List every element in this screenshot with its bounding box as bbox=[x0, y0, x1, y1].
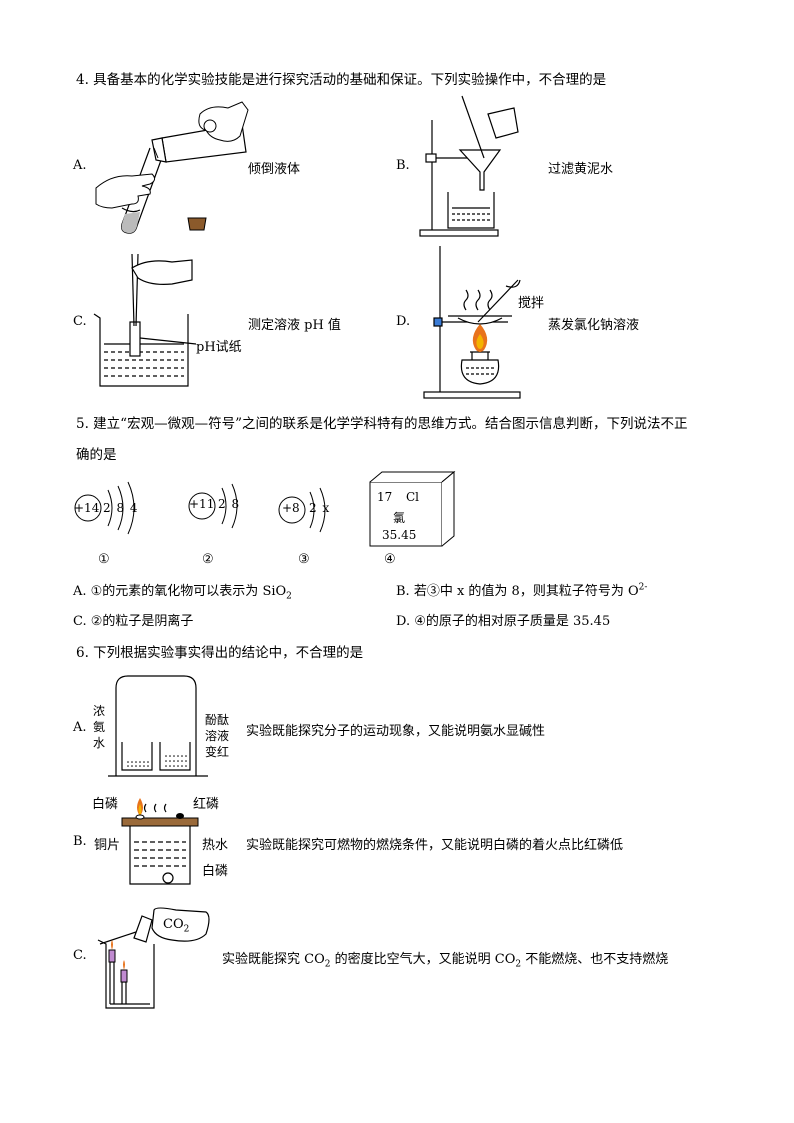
q5-option-a-sub: 2 bbox=[286, 591, 292, 602]
element-symbol: Cl bbox=[406, 490, 420, 504]
atom-structure-2 bbox=[188, 483, 238, 529]
q5-option-d[interactable]: D. ④的原子的相对原子质量是 35.45 bbox=[396, 614, 611, 629]
atom-3-caption: ③ bbox=[298, 552, 310, 567]
co2-bubble-text: CO bbox=[163, 917, 184, 932]
ph-test-illustration bbox=[93, 253, 197, 387]
white-phosphorus-bottom-label: 白磷 bbox=[202, 864, 229, 879]
q6-option-b-text: 实验既能探究可燃物的燃烧条件，又能说明白磷的着火点比红磷低 bbox=[246, 838, 624, 853]
phenolphthalein-label-1: 酚酞 bbox=[205, 713, 230, 727]
q4-option-c-text: 测定溶液 pH 值 bbox=[248, 318, 341, 333]
atom-structure-1 bbox=[74, 481, 135, 535]
q4-option-c-letter[interactable]: C. bbox=[73, 314, 87, 329]
phenolphthalein-label: 酚酞 溶液 变红 bbox=[205, 712, 229, 760]
atom-1-nucleus: +14 bbox=[74, 501, 100, 515]
atom-3-nucleus: +8 bbox=[282, 501, 300, 515]
phenolphthalein-label-2: 溶液 bbox=[205, 729, 230, 743]
phenolphthalein-label-3: 变红 bbox=[205, 745, 230, 759]
atom-1-caption: ① bbox=[98, 552, 110, 567]
q6-option-c-text: 实验既能探究 CO2 的密度比空气大，又能说明 CO2 不能燃烧、也不支持燃烧 bbox=[222, 948, 668, 970]
red-phosphorus-label: 红磷 bbox=[193, 797, 220, 812]
q4-stem: 4. 具备基本的化学实验技能是进行探究活动的基础和保证。下列实验操作中，不合理的… bbox=[76, 72, 607, 88]
ammonia-label-2: 氨 bbox=[93, 720, 106, 734]
ammonia-diffusion-illustration bbox=[108, 675, 208, 777]
combustion-illustration bbox=[121, 798, 199, 885]
q5-stem-line1: 5. 建立“宏观—微观—符号”之间的联系是化学学科特有的思维方式。结合图示信息判… bbox=[76, 416, 688, 432]
q6-option-c-text-pre: 实验既能探究 CO bbox=[222, 952, 325, 967]
element-card bbox=[369, 470, 456, 547]
q4-option-d-letter[interactable]: D. bbox=[396, 314, 411, 329]
q6-option-c-sub-1: 2 bbox=[324, 959, 331, 970]
q4-option-d-text: 蒸发氯化钠溶液 bbox=[548, 318, 640, 333]
atom-3-electrons: 2 x bbox=[309, 501, 330, 515]
copper-sheet-label: 铜片 bbox=[94, 838, 121, 853]
element-caption: ④ bbox=[384, 552, 396, 567]
q5-option-b-sup: 2- bbox=[638, 582, 648, 593]
element-mass: 35.45 bbox=[382, 528, 417, 542]
q6-option-a-text: 实验既能探究分子的运动现象，又能说明氨水显碱性 bbox=[246, 724, 546, 739]
q6-option-c-letter[interactable]: C. bbox=[73, 948, 87, 963]
q4-option-a-letter[interactable]: A. bbox=[73, 158, 87, 173]
q6-option-c-text-mid: 的密度比空气大，又能说明 CO bbox=[330, 952, 516, 967]
element-number: 17 bbox=[377, 490, 393, 504]
q4-option-a-text: 倾倒液体 bbox=[248, 162, 301, 177]
atom-1-electrons: 2 8 4 bbox=[103, 501, 138, 515]
atom-2-nucleus: +11 bbox=[189, 497, 215, 511]
co2-bubble-label: CO2 bbox=[163, 917, 189, 935]
atom-2-electrons: 2 8 bbox=[218, 497, 240, 511]
q6-stem: 6. 下列根据实验事实得出的结论中，不合理的是 bbox=[76, 645, 364, 661]
atom-2-caption: ② bbox=[202, 552, 214, 567]
white-phosphorus-top-label: 白磷 bbox=[92, 797, 119, 812]
q5-option-b[interactable]: B. 若③中 x 的值为 8，则其粒子符号为 O2- bbox=[396, 580, 647, 599]
pour-liquid-illustration bbox=[95, 101, 249, 234]
q5-option-c[interactable]: C. ②的粒子是阴离子 bbox=[73, 614, 194, 629]
q5-stem-line2: 确的是 bbox=[76, 447, 117, 463]
q4-option-b-letter[interactable]: B. bbox=[396, 158, 410, 173]
q4-option-b-text: 过滤黄泥水 bbox=[548, 162, 614, 177]
q6-option-a-letter[interactable]: A. bbox=[73, 720, 87, 735]
q5-option-b-text: B. 若③中 x 的值为 8，则其粒子符号为 O bbox=[396, 584, 639, 599]
stir-label: 搅拌 bbox=[518, 296, 545, 311]
element-name: 氯 bbox=[393, 511, 406, 525]
ammonia-label: 浓 氨 水 bbox=[93, 703, 105, 751]
q5-option-a[interactable]: A. ①的元素的氧化物可以表示为 SiO2 bbox=[73, 580, 292, 602]
evaporation-illustration bbox=[423, 246, 521, 399]
q6-option-c-sub-2: 2 bbox=[515, 959, 522, 970]
q6-option-b-letter[interactable]: B. bbox=[73, 834, 87, 849]
hot-water-label: 热水 bbox=[202, 838, 229, 853]
atom-structure-3 bbox=[278, 487, 326, 533]
ammonia-label-3: 水 bbox=[93, 736, 106, 750]
co2-candle-illustration bbox=[97, 907, 210, 1009]
q5-option-a-text: A. ①的元素的氧化物可以表示为 SiO bbox=[73, 584, 287, 599]
filtration-illustration bbox=[419, 95, 519, 237]
ph-paper-label: pH试纸 bbox=[196, 340, 242, 355]
q6-option-c-text-post: 不能燃烧、也不支持燃烧 bbox=[521, 952, 669, 967]
ammonia-label-1: 浓 bbox=[93, 704, 106, 718]
co2-bubble-sub: 2 bbox=[183, 924, 190, 935]
